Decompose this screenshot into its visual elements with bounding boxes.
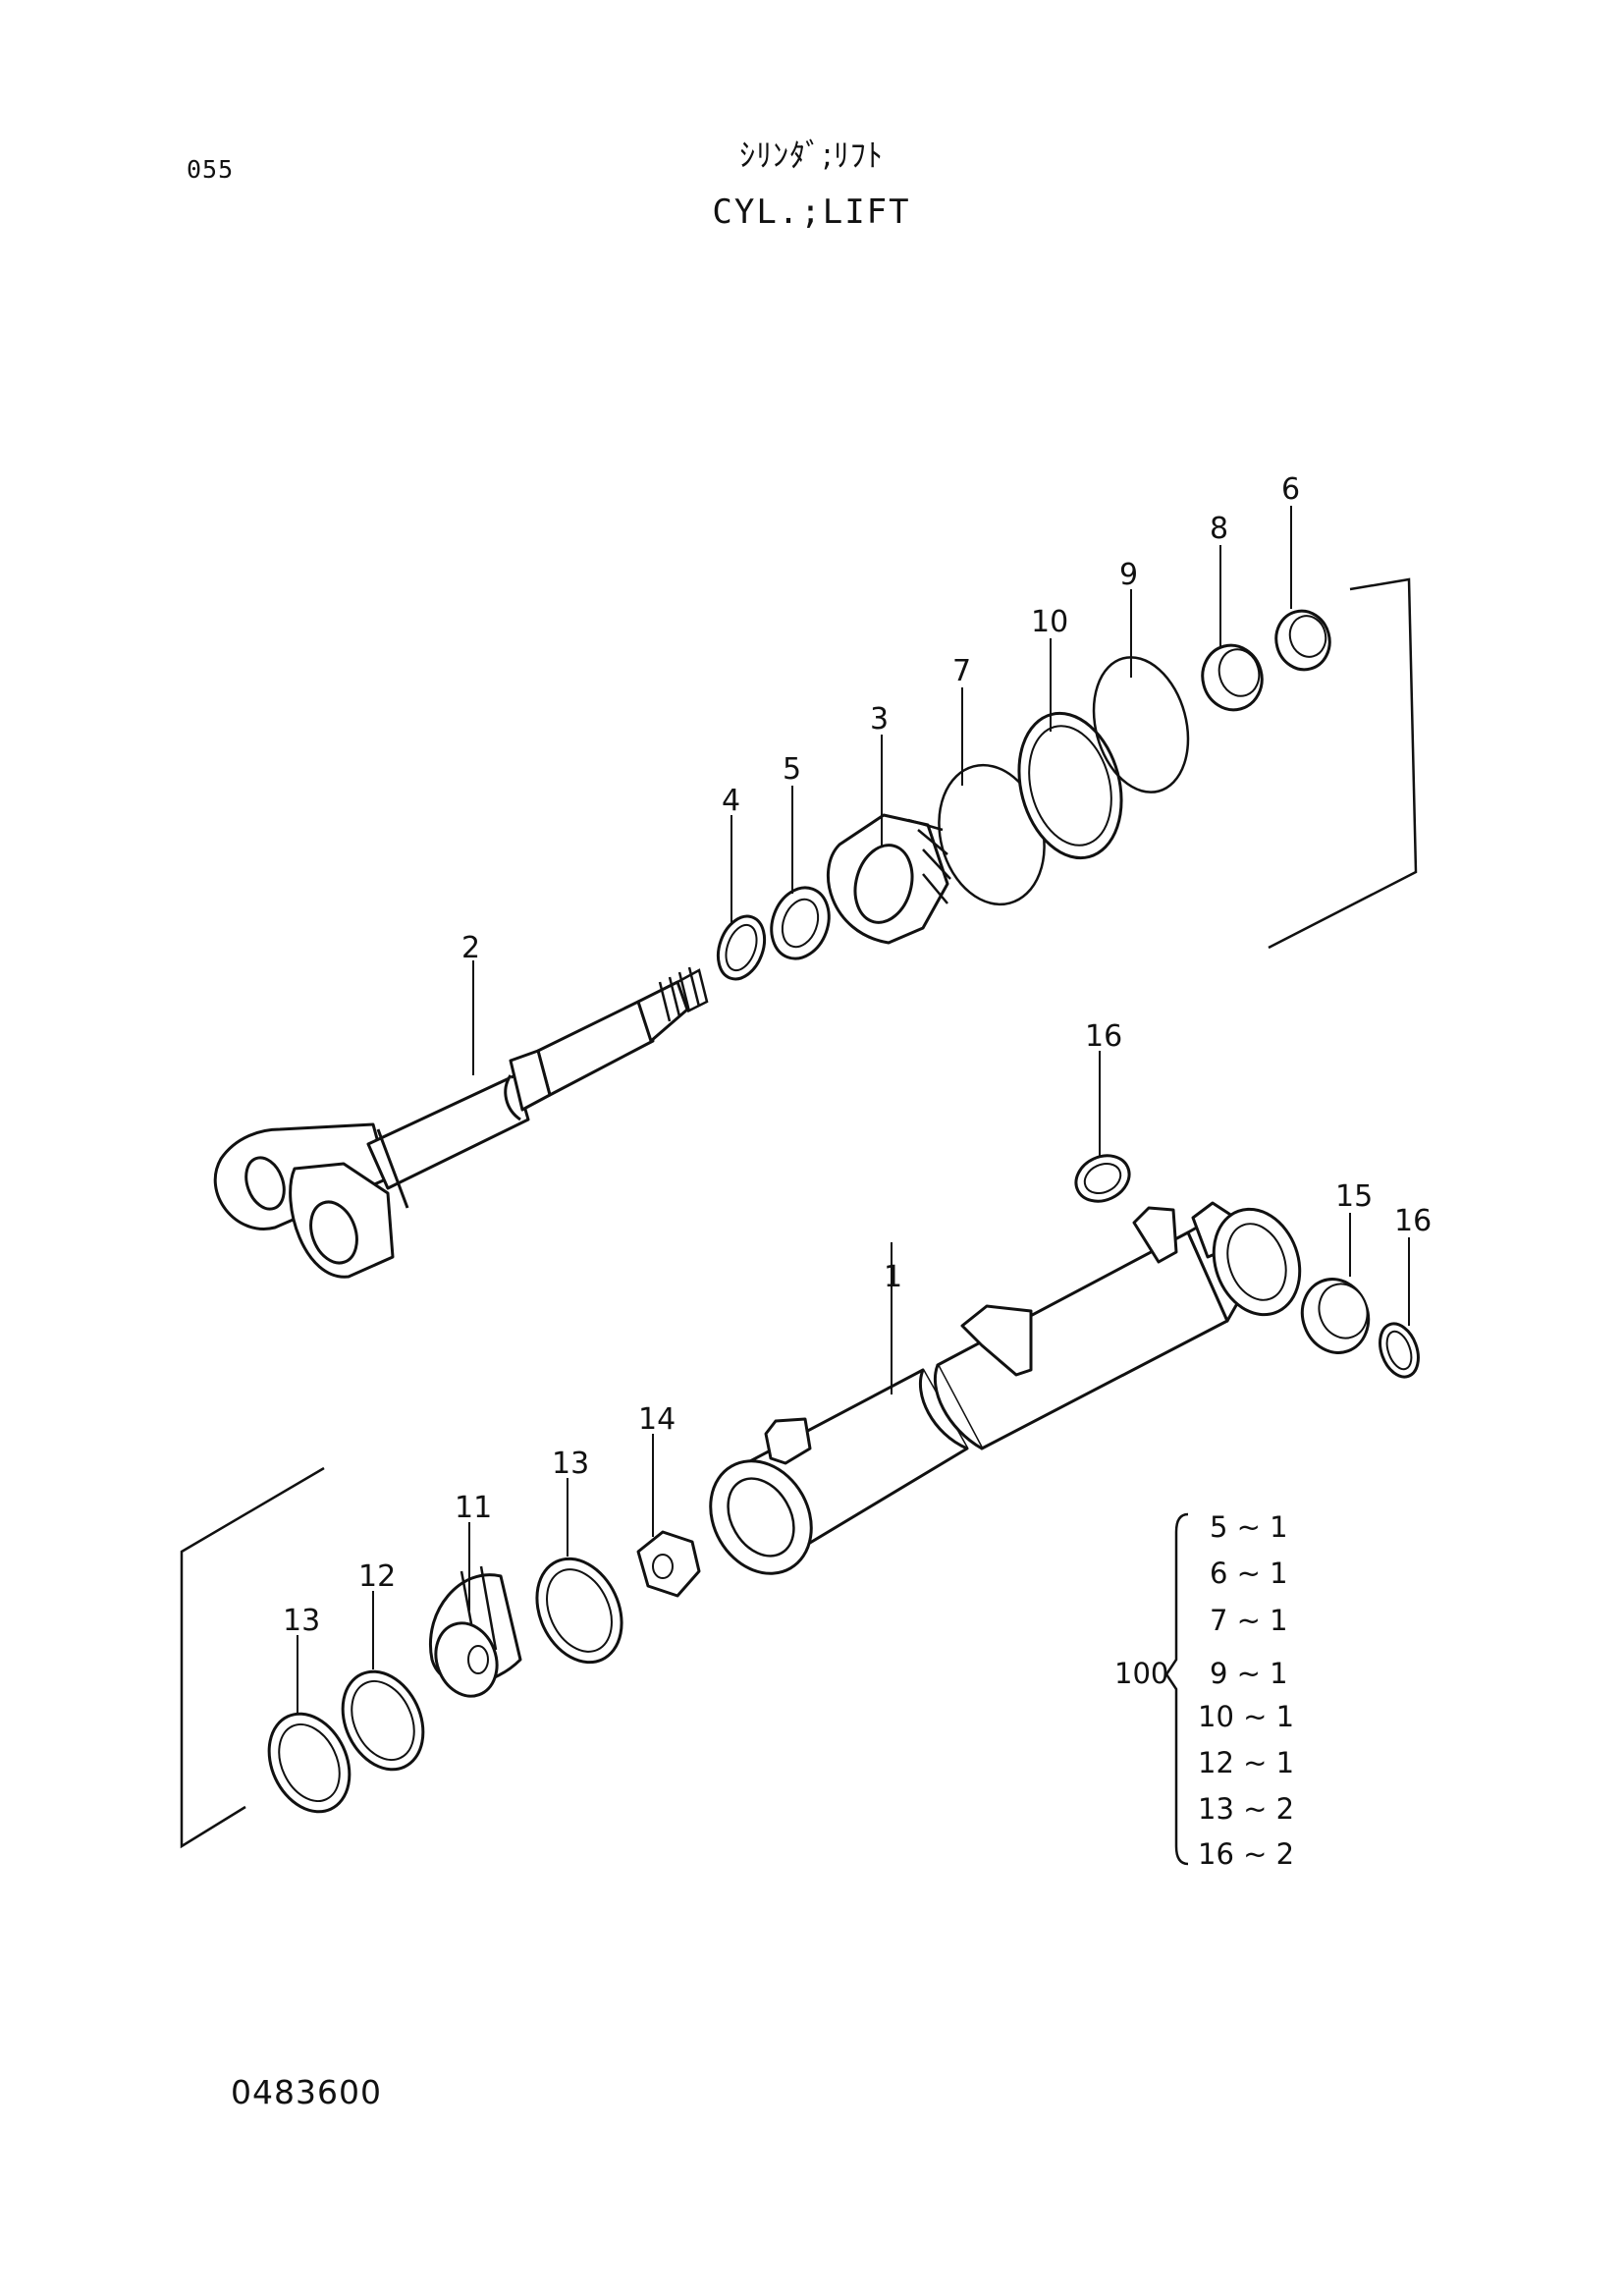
title-english: CYL.;LIFT bbox=[712, 192, 911, 232]
part-16-seal-upper bbox=[1074, 1154, 1131, 1203]
drawing-number: 0483600 bbox=[231, 2073, 382, 2111]
callout-7: 7 bbox=[952, 654, 971, 688]
kit-item: 5 ~ 1 bbox=[1210, 1510, 1288, 1544]
callout-3: 3 bbox=[870, 702, 889, 737]
page-number: 055 bbox=[187, 155, 235, 184]
part-11-piston bbox=[429, 1565, 522, 1698]
kit-item: 16 ~ 2 bbox=[1198, 1837, 1294, 1871]
part-6-dust-seal bbox=[1274, 609, 1331, 672]
kit-item: 9 ~ 1 bbox=[1210, 1657, 1288, 1690]
part-14-nut bbox=[636, 1530, 701, 1598]
callout-16-upper: 16 bbox=[1085, 1019, 1122, 1054]
part-13-seal-right bbox=[535, 1557, 623, 1665]
part-16-seal-lower bbox=[1379, 1322, 1420, 1379]
kit-item: 7 ~ 1 bbox=[1210, 1604, 1288, 1637]
callout-14: 14 bbox=[638, 1402, 676, 1437]
callout-11: 11 bbox=[455, 1491, 492, 1525]
part-9-o-ring bbox=[1092, 656, 1190, 793]
kit-brace bbox=[1164, 1512, 1189, 1866]
callout-2: 2 bbox=[461, 931, 480, 965]
kit-item: 10 ~ 1 bbox=[1198, 1700, 1294, 1733]
part-3-rod-cover bbox=[826, 813, 951, 945]
kit-item: 6 ~ 1 bbox=[1210, 1557, 1288, 1590]
lower-group-bracket bbox=[180, 1466, 325, 1849]
leader-lines bbox=[297, 506, 1410, 1714]
kit-item: 12 ~ 1 bbox=[1198, 1746, 1294, 1779]
callout-13-left: 13 bbox=[283, 1604, 320, 1638]
callout-6: 6 bbox=[1281, 472, 1300, 507]
title-japanese: ｼﾘﾝﾀﾞ;ﾘﾌﾄ bbox=[739, 137, 884, 174]
callout-10: 10 bbox=[1031, 605, 1068, 639]
callout-5: 5 bbox=[783, 752, 801, 787]
part-1-cylinder-tube bbox=[709, 1201, 1302, 1575]
part-10-backup-ring bbox=[1017, 711, 1123, 860]
part-12-wear-ring bbox=[341, 1669, 425, 1772]
callout-12: 12 bbox=[358, 1559, 396, 1594]
part-2-piston-rod bbox=[213, 966, 709, 1279]
callout-9: 9 bbox=[1119, 558, 1138, 592]
callout-8: 8 bbox=[1210, 512, 1228, 546]
part-15-bushing bbox=[1300, 1278, 1371, 1354]
callout-1: 1 bbox=[884, 1260, 902, 1294]
kit-contents-list: 5 ~ 1 6 ~ 1 7 ~ 1 9 ~ 1 10 ~ 1 12 ~ 1 13… bbox=[1198, 1510, 1294, 1871]
part-13-seal-left bbox=[267, 1712, 352, 1814]
callout-15: 15 bbox=[1335, 1179, 1373, 1214]
upper-group-bracket bbox=[1268, 577, 1418, 950]
callout-16-lower: 16 bbox=[1394, 1204, 1432, 1238]
callout-4: 4 bbox=[722, 784, 740, 818]
part-4-snap-ring bbox=[716, 914, 767, 981]
part-8-seal bbox=[1201, 643, 1264, 712]
part-5-bushing bbox=[770, 886, 831, 960]
kit-item: 13 ~ 2 bbox=[1198, 1792, 1294, 1826]
kit-label: 100 bbox=[1114, 1657, 1168, 1690]
callout-13-right: 13 bbox=[552, 1447, 589, 1481]
